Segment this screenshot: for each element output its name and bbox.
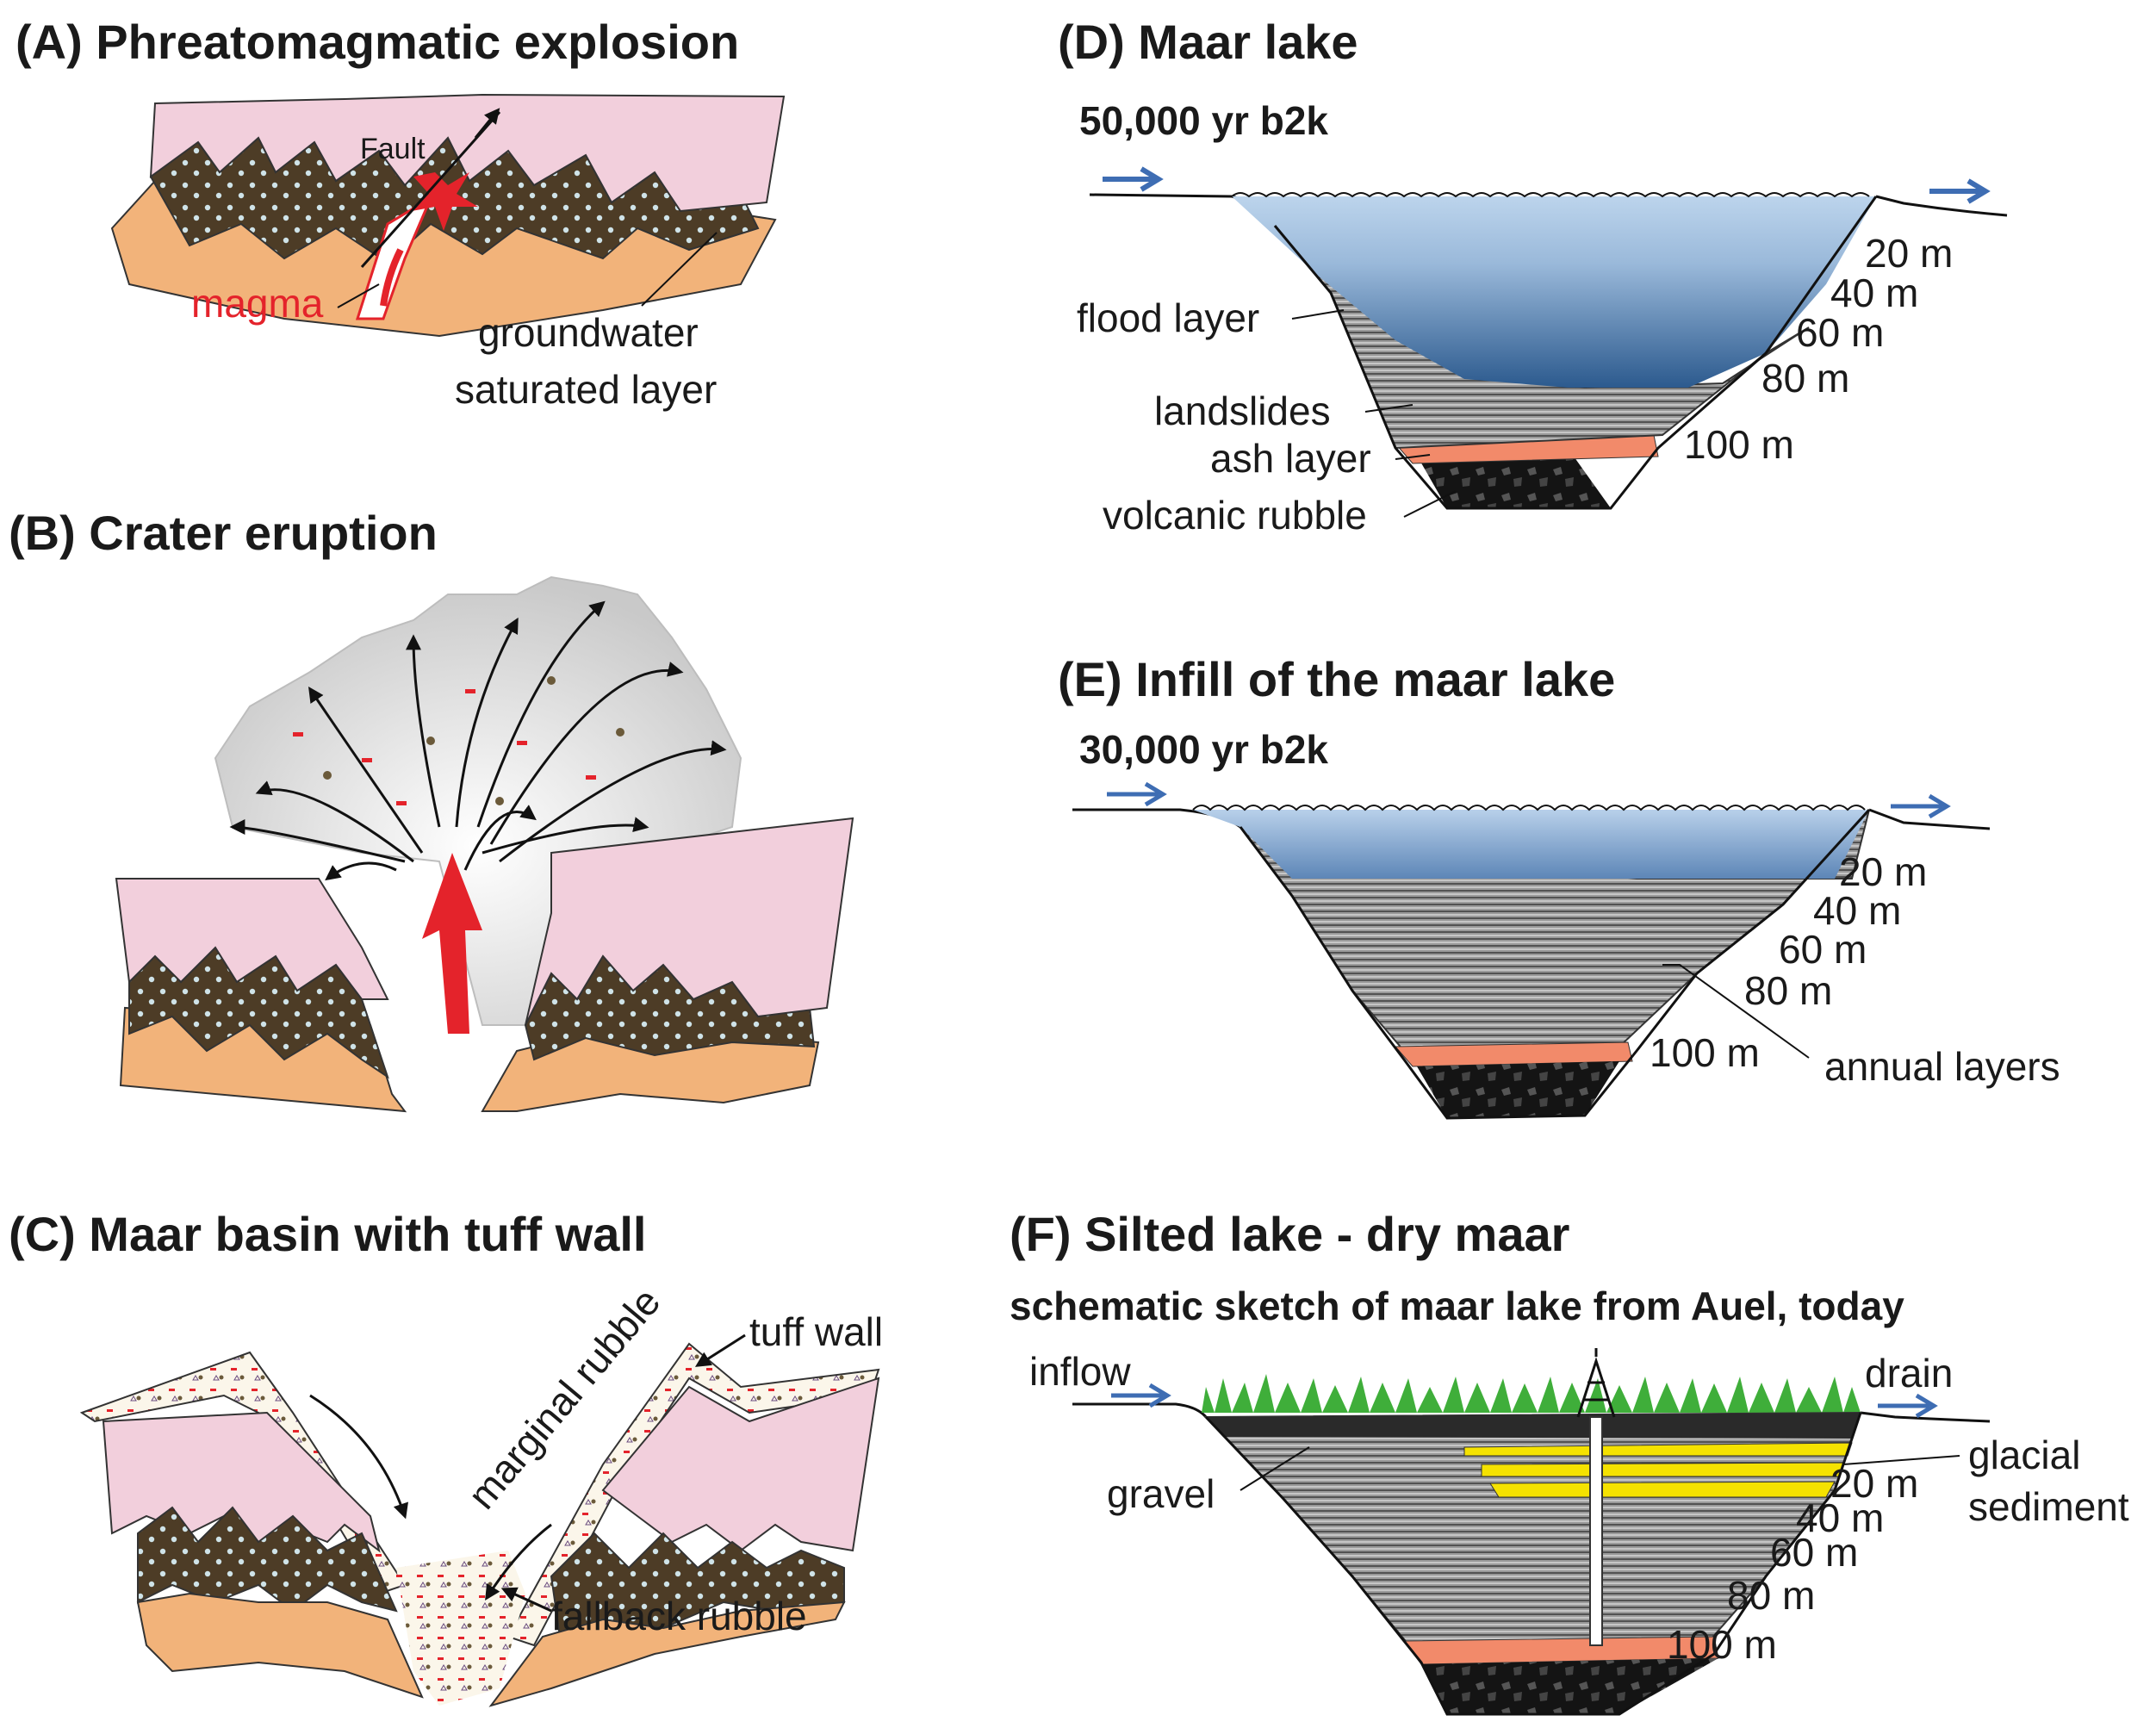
tuff-wall-label: tuff wall <box>749 1309 883 1354</box>
water-d <box>1232 196 1876 388</box>
depth-label: 40 m <box>1813 888 1901 933</box>
magma-arrow <box>380 248 404 307</box>
explosion-icon <box>412 172 478 231</box>
rubble-arrows <box>309 1394 552 1601</box>
annual-layers-leader <box>1662 964 1810 1059</box>
landslides-leader <box>1364 404 1414 413</box>
drain-label: drain <box>1865 1351 1953 1395</box>
fault-arrow <box>474 108 500 139</box>
ash-layer-label: ash layer <box>1210 436 1371 481</box>
drill-rig-icon <box>1576 1348 1616 1418</box>
depth-label: 60 m <box>1779 927 1867 972</box>
depth-label: 20 m <box>1865 231 1953 276</box>
gravel-layer-f <box>1206 1413 1861 1439</box>
crater-wall-f <box>1204 1412 1862 1716</box>
depth-label: 60 m <box>1770 1530 1858 1575</box>
pink-layer <box>149 93 786 213</box>
depth-label: 100 m <box>1684 422 1794 467</box>
panel-e-title: (E) Infill of the maar lake <box>1058 652 1615 706</box>
right-pink <box>525 817 854 1026</box>
arrow-icon <box>1103 166 1164 192</box>
depth-label: 100 m <box>1667 1622 1777 1667</box>
crater-wall-d <box>1273 196 1878 510</box>
flood-leader <box>1291 309 1345 320</box>
fault-label: Fault <box>360 133 426 165</box>
fallback-arrow <box>500 1587 552 1613</box>
crater-rubble-f <box>1421 1658 1718 1714</box>
ash-layer-e <box>1394 1041 1633 1067</box>
panel-f-subtitle: schematic sketch of maar lake from Auel,… <box>1010 1284 1904 1328</box>
panel-d-age: 50,000 yr b2k <box>1079 98 1328 143</box>
panel-c: (C) Maar basin with tuff wall tuff wall … <box>9 1207 883 1707</box>
flood-layer-label: flood layer <box>1077 295 1259 340</box>
panel-a-title: (A) Phreatomagmatic explosion <box>16 15 739 69</box>
depth-label: 40 m <box>1796 1495 1884 1540</box>
depth-label: 40 m <box>1830 270 1918 315</box>
left-orange-c <box>136 1592 424 1699</box>
groundwater-label-2: saturated layer <box>455 367 717 412</box>
ejecta-trajectories <box>229 600 727 881</box>
arrow-icon <box>1111 1383 1171 1408</box>
fallback-rubble-label: fallback rubble <box>551 1594 807 1638</box>
drill-core <box>1589 1416 1603 1646</box>
ejecta-particles <box>293 676 624 805</box>
panel-f: (F) Silted lake - dry maar schematic ske… <box>1010 1207 2129 1716</box>
crater-rubble-e <box>1417 1061 1619 1118</box>
eruption-cloud <box>214 575 742 1026</box>
arrow-icon <box>1107 781 1167 807</box>
left-pink <box>115 878 389 1000</box>
magma-leader <box>337 283 380 308</box>
depth-label: 80 m <box>1761 356 1849 401</box>
depth-label: 80 m <box>1727 1573 1815 1618</box>
panel-f-title: (F) Silted lake - dry maar <box>1010 1207 1569 1261</box>
right-orange-c <box>488 1601 846 1707</box>
wave-surface-d <box>1231 192 1870 198</box>
depth-label: 20 m <box>1830 1461 1918 1506</box>
panel-d-title: (D) Maar lake <box>1058 15 1358 69</box>
volcanic-rubble-label: volcanic rubble <box>1103 493 1367 538</box>
panel-e-age: 30,000 yr b2k <box>1079 727 1328 772</box>
gravel-leader <box>1240 1446 1310 1491</box>
depth-label: 60 m <box>1796 310 1884 355</box>
arrow-icon <box>1878 1393 1938 1419</box>
arrow-icon <box>1891 793 1951 819</box>
crater-rubble-d <box>1413 448 1611 508</box>
panel-d: (D) Maar lake 50,000 yr b2k flood layer … <box>1058 15 2008 538</box>
panel-b-title: (B) Crater eruption <box>9 506 438 560</box>
inflow-label: inflow <box>1029 1349 1131 1394</box>
eruption-arrow <box>422 853 482 1034</box>
ground-line-f <box>1072 1402 1991 1423</box>
annual-layers-label: annual layers <box>1824 1044 2060 1089</box>
depth-label: 100 m <box>1650 1030 1760 1075</box>
gravel-label: gravel <box>1107 1471 1215 1516</box>
magma-label: magma <box>191 281 324 326</box>
arrow-icon <box>1929 178 1991 204</box>
panel-c-title: (C) Maar basin with tuff wall <box>9 1207 646 1261</box>
landslides-label: landslides <box>1154 388 1331 433</box>
depth-label: 80 m <box>1744 968 1832 1013</box>
glacial-label: glacial <box>1968 1433 2080 1477</box>
glacial-label-2: sediment <box>1968 1484 2129 1529</box>
glacial-leader <box>1842 1455 1960 1465</box>
groundwater-leader <box>641 232 718 307</box>
ash-leader <box>1395 454 1431 460</box>
panel-e: (E) Infill of the maar lake 30,000 yr b2… <box>1058 652 2060 1120</box>
grass-icon <box>1202 1374 1861 1413</box>
tuff-wall-arrow <box>694 1333 746 1367</box>
panel-b: (B) Crater eruption <box>9 506 854 1113</box>
glacial-sediment-layers <box>1463 1442 1853 1498</box>
rubble-leader <box>1403 490 1457 518</box>
panel-a: (A) Phreatomagmatic explosion Fault magm… <box>16 15 786 412</box>
groundwater-label: groundwater <box>478 310 699 355</box>
water-e <box>1193 810 1869 879</box>
depth-label: 20 m <box>1839 849 1927 894</box>
crater-wall-e <box>1239 808 1871 1120</box>
wave-surface-e <box>1192 805 1866 811</box>
